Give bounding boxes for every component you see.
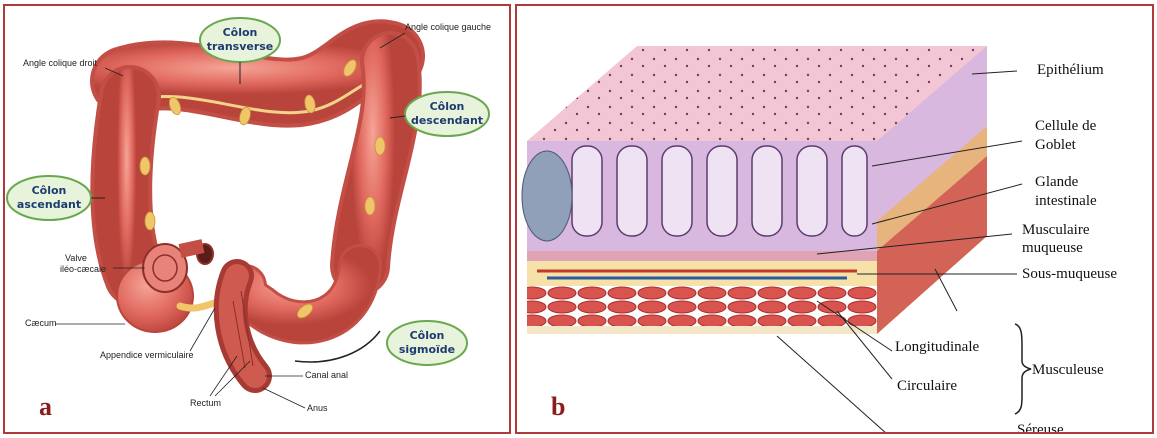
label-epithelium: Epithélium: [1037, 62, 1104, 78]
bubble-colon-sigmoide: Côlon sigmoïde: [387, 321, 467, 365]
lymphoid-nodule: [522, 151, 572, 241]
label-rectum: Rectum: [190, 398, 221, 408]
panel-b-colon-wall-layers: Epithélium Cellule de Goblet Glande inte…: [515, 4, 1154, 434]
serosa: [527, 326, 877, 334]
label-valve: Valve: [65, 253, 87, 263]
bubble-label: descendant: [411, 114, 483, 127]
panel-letter-a: a: [39, 392, 52, 422]
bubble-label: ascendant: [17, 198, 81, 211]
label-valve-ileo: iléo-cæcale: [60, 264, 106, 274]
ileocaecal-valve: [143, 244, 213, 292]
bubble-colon-ascendant: Côlon ascendant: [7, 176, 91, 220]
bubble-label: Côlon: [410, 329, 445, 342]
label-goblet: Goblet: [1035, 137, 1077, 153]
label-intestinale: intestinale: [1035, 193, 1097, 209]
label-cellule-goblet: Cellule de: [1035, 118, 1097, 134]
bubble-label: sigmoïde: [399, 343, 455, 356]
label-longitudinale: Longitudinale: [895, 339, 979, 355]
label-sereuse: Séreuse: [1017, 422, 1064, 434]
label-circulaire: Circulaire: [897, 378, 957, 394]
panel-a-colon-anatomy: Côlon transverse Côlon descendant Côlon …: [3, 4, 511, 434]
label-muqueuse: muqueuse: [1022, 240, 1083, 256]
descending-colon: [360, 61, 392, 266]
musculeuse-brace: [1015, 324, 1031, 414]
label-appendice: Appendice vermiculaire: [100, 350, 194, 360]
bubble-colon-transverse: Côlon transverse: [200, 18, 280, 62]
colon-illustration: Côlon transverse Côlon descendant Côlon …: [5, 6, 511, 434]
panel-letter-b: b: [551, 392, 565, 422]
label-sous-muqueuse: Sous-muqueuse: [1022, 266, 1117, 282]
label-musculeuse: Musculeuse: [1032, 362, 1104, 378]
bubble-label: transverse: [207, 40, 274, 53]
bubble-label: Côlon: [32, 184, 67, 197]
label-angle-colique-gauche: Angle colique gauche: [405, 22, 491, 32]
bubble-label: Côlon: [223, 26, 258, 39]
label-musculaire: Musculaire: [1022, 222, 1090, 238]
muscularis-mucosae: [527, 251, 877, 261]
ascending-colon: [121, 96, 135, 276]
submucosa: [527, 261, 877, 286]
label-caecum: Cæcum: [25, 318, 57, 328]
bubble-label: Côlon: [430, 100, 465, 113]
label-canal-anal: Canal anal: [305, 370, 348, 380]
label-anus: Anus: [307, 403, 328, 413]
colon-wall-block: Epithélium Cellule de Goblet Glande inte…: [517, 6, 1154, 434]
label-angle-colique-droit: Angle colique droit: [23, 58, 98, 68]
label-glande: Glande: [1035, 174, 1079, 190]
bubble-colon-descendant: Côlon descendant: [405, 92, 489, 136]
